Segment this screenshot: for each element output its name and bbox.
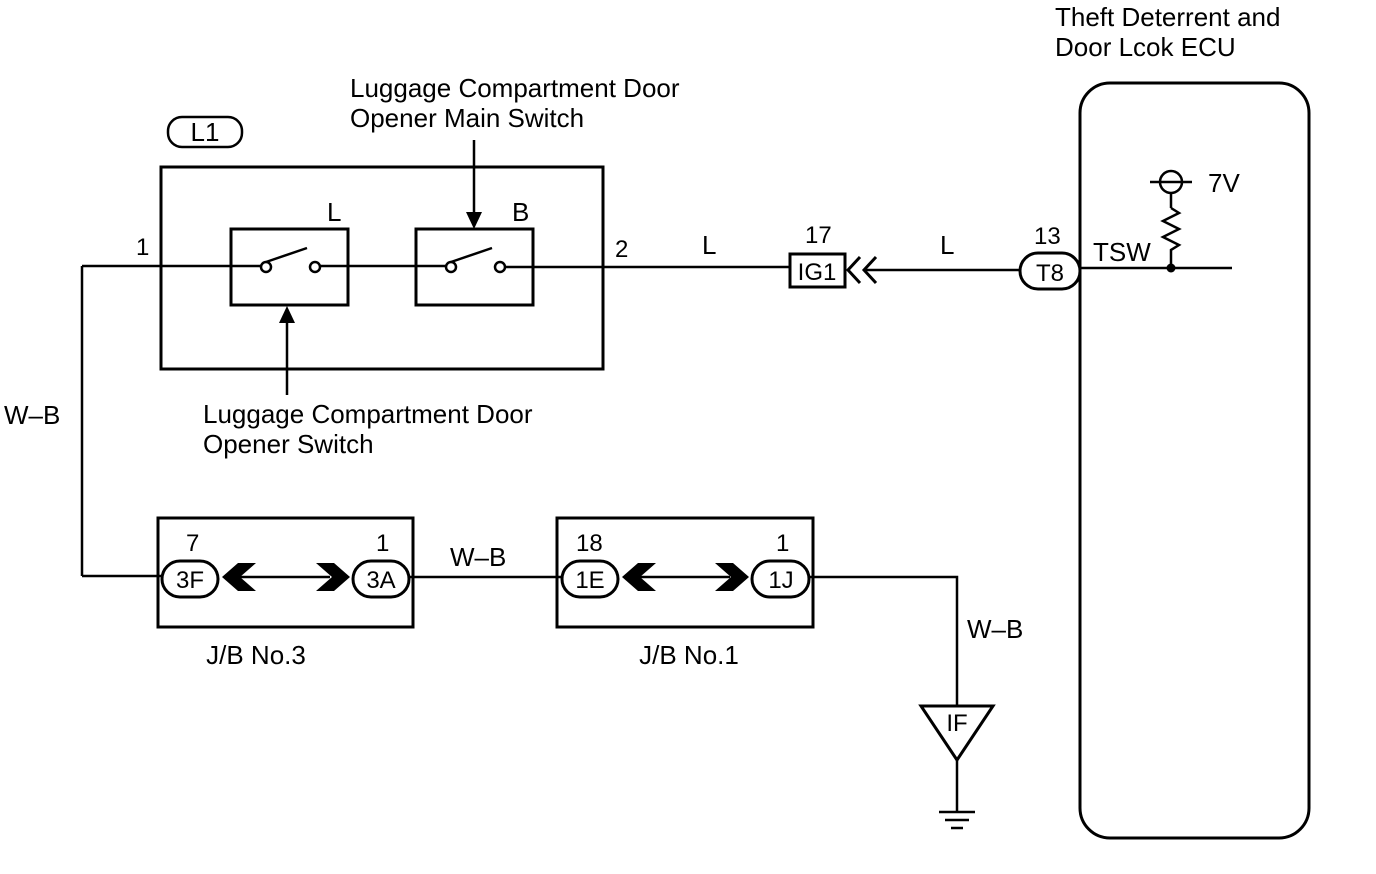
wire-color-l-right: L xyxy=(940,230,954,260)
connector-3a-badge xyxy=(351,559,411,599)
wire-color-l-left: L xyxy=(702,230,716,260)
jb1-left-terminal xyxy=(622,563,656,591)
wire-color-wb-right: W–B xyxy=(967,614,1023,644)
ecu-title-line2: Door Lcok ECU xyxy=(1055,32,1236,62)
main-switch-arrow-head xyxy=(466,212,482,229)
voltage-source-symbol xyxy=(1150,169,1192,208)
connector-l1-label: L1 xyxy=(191,117,220,147)
opener-switch-contact xyxy=(259,246,322,274)
jb3-label: J/B No.3 xyxy=(206,640,306,670)
ground-point-triangle xyxy=(918,704,996,763)
ground-icon xyxy=(939,810,975,830)
pin-13-label: 13 xyxy=(1034,223,1061,250)
ig1-chevron-2 xyxy=(861,255,878,285)
connector-3f-label: 3F xyxy=(176,567,204,594)
connector-3a-label: 3A xyxy=(366,567,395,594)
jb1-label: J/B No.1 xyxy=(639,640,739,670)
main-switch-contact xyxy=(444,246,507,274)
wire-color-wb-mid: W–B xyxy=(450,542,506,572)
tsw-label: TSW xyxy=(1093,237,1151,267)
ig1-chevron-1 xyxy=(845,255,862,285)
connector-l1-badge xyxy=(166,115,244,149)
opener-switch-label-line2: Opener Switch xyxy=(203,429,374,459)
opener-switch-arrow-head xyxy=(279,306,295,323)
main-switch-label-line1: Luggage Compartment Door xyxy=(350,73,680,103)
connector-ig1-label: IG1 xyxy=(798,259,837,286)
jb1-box xyxy=(555,516,815,629)
pin-2-label: 2 xyxy=(615,236,628,263)
opener-switch-label-line1: Luggage Compartment Door xyxy=(203,399,533,429)
connector-1e-label: 1E xyxy=(575,567,604,594)
pin-1-label: 1 xyxy=(136,234,149,261)
main-switch-label-line2: Opener Main Switch xyxy=(350,103,584,133)
connector-1e-badge xyxy=(560,559,620,599)
connector-t8-label: T8 xyxy=(1036,260,1064,287)
jb3-right-pin: 1 xyxy=(376,530,389,557)
ecu-title-line1: Theft Deterrent and xyxy=(1055,2,1280,32)
jb3-box xyxy=(156,516,415,629)
voltage-label: 7V xyxy=(1208,168,1240,198)
ecu-box xyxy=(1078,81,1311,840)
jb3-left-pin: 7 xyxy=(186,530,199,557)
connector-3f-badge xyxy=(160,559,220,599)
connector-ig1-box xyxy=(788,252,847,289)
pin-17-label: 17 xyxy=(805,222,832,249)
switch-label-l: L xyxy=(327,197,341,227)
switch-label-b: B xyxy=(512,197,529,227)
connector-t8-badge xyxy=(1018,251,1082,291)
wire-to-ground xyxy=(809,575,959,706)
wire-color-wb-left: W–B xyxy=(4,400,60,430)
resistor-symbol xyxy=(1160,206,1182,268)
jb1-right-pin: 1 xyxy=(776,530,789,557)
jb3-right-terminal xyxy=(316,563,350,591)
connector-1j-badge xyxy=(750,559,811,599)
connector-1j-label: 1J xyxy=(768,567,793,594)
jb1-right-terminal xyxy=(715,563,749,591)
ground-point-label: IF xyxy=(946,710,967,737)
jb3-left-terminal xyxy=(222,563,256,591)
jb1-left-pin: 18 xyxy=(576,530,603,557)
